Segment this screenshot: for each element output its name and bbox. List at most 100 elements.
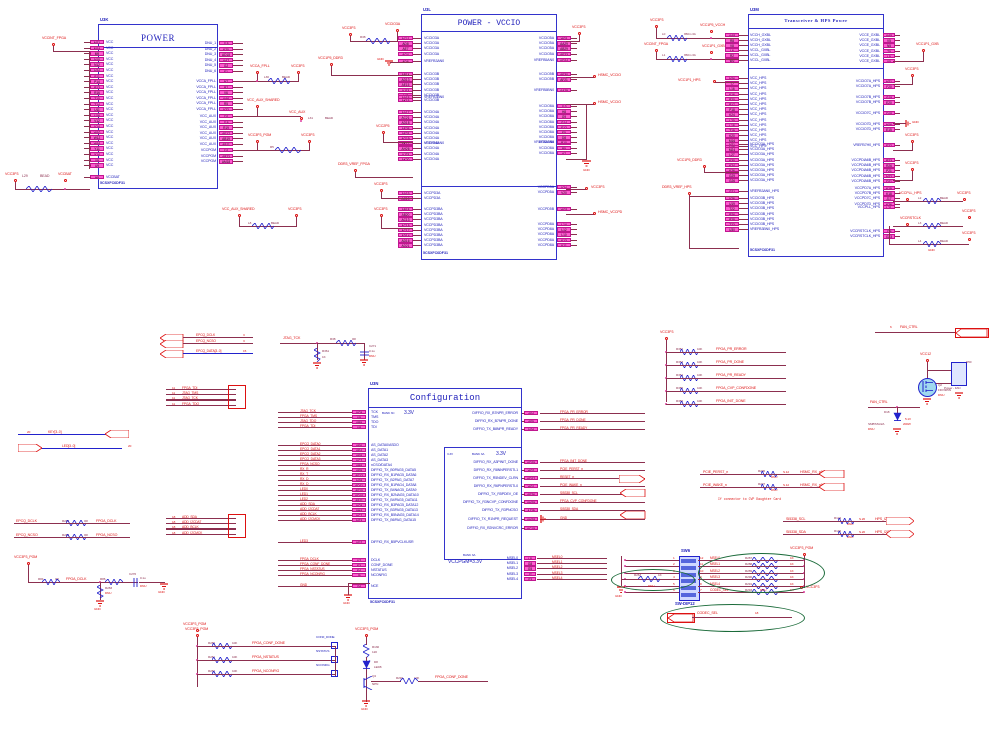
bus-port[interactable] [105, 430, 129, 438]
net-label: FPGA_PR_DONE [560, 418, 586, 422]
wire [895, 35, 900, 36]
pin-name: VCCIO8A [538, 130, 554, 134]
pin-name: VCC_HPS [750, 76, 767, 80]
fan-connector[interactable] [951, 362, 967, 386]
wire [413, 214, 421, 216]
i2c-port[interactable] [886, 517, 914, 525]
net-vcc3p3-f: VCC3P3 [374, 207, 388, 211]
dip-switch-cell[interactable] [681, 586, 696, 591]
wire [540, 486, 645, 487]
dip-switch-cell[interactable] [681, 565, 696, 570]
msel-rail: VCC3P3_PGM [790, 546, 814, 550]
conf-res-val: 10K [232, 669, 238, 673]
pin-number: L12 [557, 227, 571, 232]
wire [278, 485, 352, 486]
vcc-symbol [256, 71, 259, 74]
highlight-ellipse-codec [660, 604, 805, 632]
pin-number: G8 [524, 561, 536, 566]
pin-number: R19 [219, 125, 233, 130]
wire [540, 462, 645, 463]
vcc-symbol [688, 192, 691, 195]
fan-port-symbol[interactable] [955, 328, 989, 338]
block-configuration-inner[interactable] [444, 447, 522, 560]
pr-res-ref: R355 [676, 386, 683, 390]
pin-number: AD11 [352, 483, 366, 488]
pin-name: VCCRSTCLK_HPS [850, 234, 880, 239]
net-gnd-vref: GND [377, 57, 384, 61]
dclk-cap-val: 0.1u [140, 576, 146, 580]
dip-switch-cell[interactable] [681, 559, 696, 563]
pin-name: AS_DATA0/ASDO [371, 443, 399, 447]
pin-name: DIFFIO_RX_B3PAG5_DATA12 [371, 503, 419, 507]
pin-name: VCCIO7A_HPS [855, 79, 880, 83]
tvs-diode-icon [893, 412, 902, 421]
wire [413, 153, 421, 155]
pin-name: DIFFIO_RX_B1PAG5_DATA6 [371, 473, 417, 477]
block-vccio[interactable] [421, 14, 557, 260]
bead-l4 [923, 241, 941, 247]
bus-port[interactable] [18, 444, 42, 452]
res-r38 [366, 38, 390, 44]
wire [355, 172, 356, 178]
pin-number: AB9 [352, 420, 366, 425]
pin-name: VCCIO3A_HPS [750, 173, 775, 178]
pin-name: VCCIO3A_HPS [750, 157, 775, 162]
pin-name: VCC_AUX [199, 130, 216, 135]
i2c-res-dnu: DNU [847, 522, 854, 526]
wire [413, 48, 421, 50]
bus-port[interactable] [160, 340, 184, 348]
pin-number: K30 [725, 157, 739, 162]
pin-number: AD7 [352, 540, 366, 545]
block-transceiver[interactable] [748, 14, 884, 257]
gnd-icon [582, 160, 591, 167]
signal-port[interactable] [620, 511, 646, 519]
pcie-port[interactable] [819, 483, 845, 491]
signal-port[interactable] [620, 489, 646, 497]
pin-number: L27 [725, 152, 739, 157]
wire [895, 160, 900, 161]
wire [571, 111, 577, 113]
wire [739, 208, 748, 210]
wire [183, 343, 253, 345]
gnd-icon [923, 398, 931, 405]
signal-port[interactable] [619, 475, 645, 483]
wire [233, 127, 243, 129]
junction [300, 120, 302, 122]
wire [243, 116, 301, 117]
bus-connector[interactable] [228, 514, 246, 538]
wire [366, 637, 367, 645]
wire [233, 86, 243, 88]
pin-number: H16 [883, 122, 895, 127]
wire [656, 59, 739, 60]
vcc-symbol [578, 32, 581, 35]
pcie-port[interactable] [819, 470, 845, 478]
vcc-symbol [710, 30, 713, 33]
wire [895, 124, 900, 125]
pin-number: B5 [557, 145, 571, 150]
epcq-res-val: 0R [84, 533, 88, 537]
wire [689, 248, 739, 249]
bus-connector[interactable] [228, 385, 246, 409]
codec-sel-port[interactable] [667, 613, 695, 623]
wire [243, 81, 299, 82]
pr-res-ref: R354 [676, 373, 683, 377]
block-power[interactable] [98, 24, 218, 189]
net-label: ADD_I2CMCK [300, 517, 321, 521]
pin-number: J16 [219, 119, 233, 124]
wire [15, 189, 90, 190]
wire [355, 177, 413, 178]
i2c-port[interactable] [886, 530, 914, 538]
pcie-pin: S.12 [783, 483, 789, 487]
wire [233, 54, 243, 56]
pin-number: J17 [883, 196, 895, 201]
junction [64, 188, 66, 190]
pin-name: VCCIO4A [424, 141, 440, 146]
dip-switch-cell[interactable] [681, 593, 696, 597]
wire [413, 100, 421, 101]
bus-port[interactable] [160, 350, 184, 358]
wire [586, 104, 587, 160]
pin-name: DNU_2 [204, 46, 216, 51]
wire [257, 108, 258, 117]
pin-number: AC7 [352, 458, 366, 463]
pin-number: AG19 [398, 136, 413, 141]
